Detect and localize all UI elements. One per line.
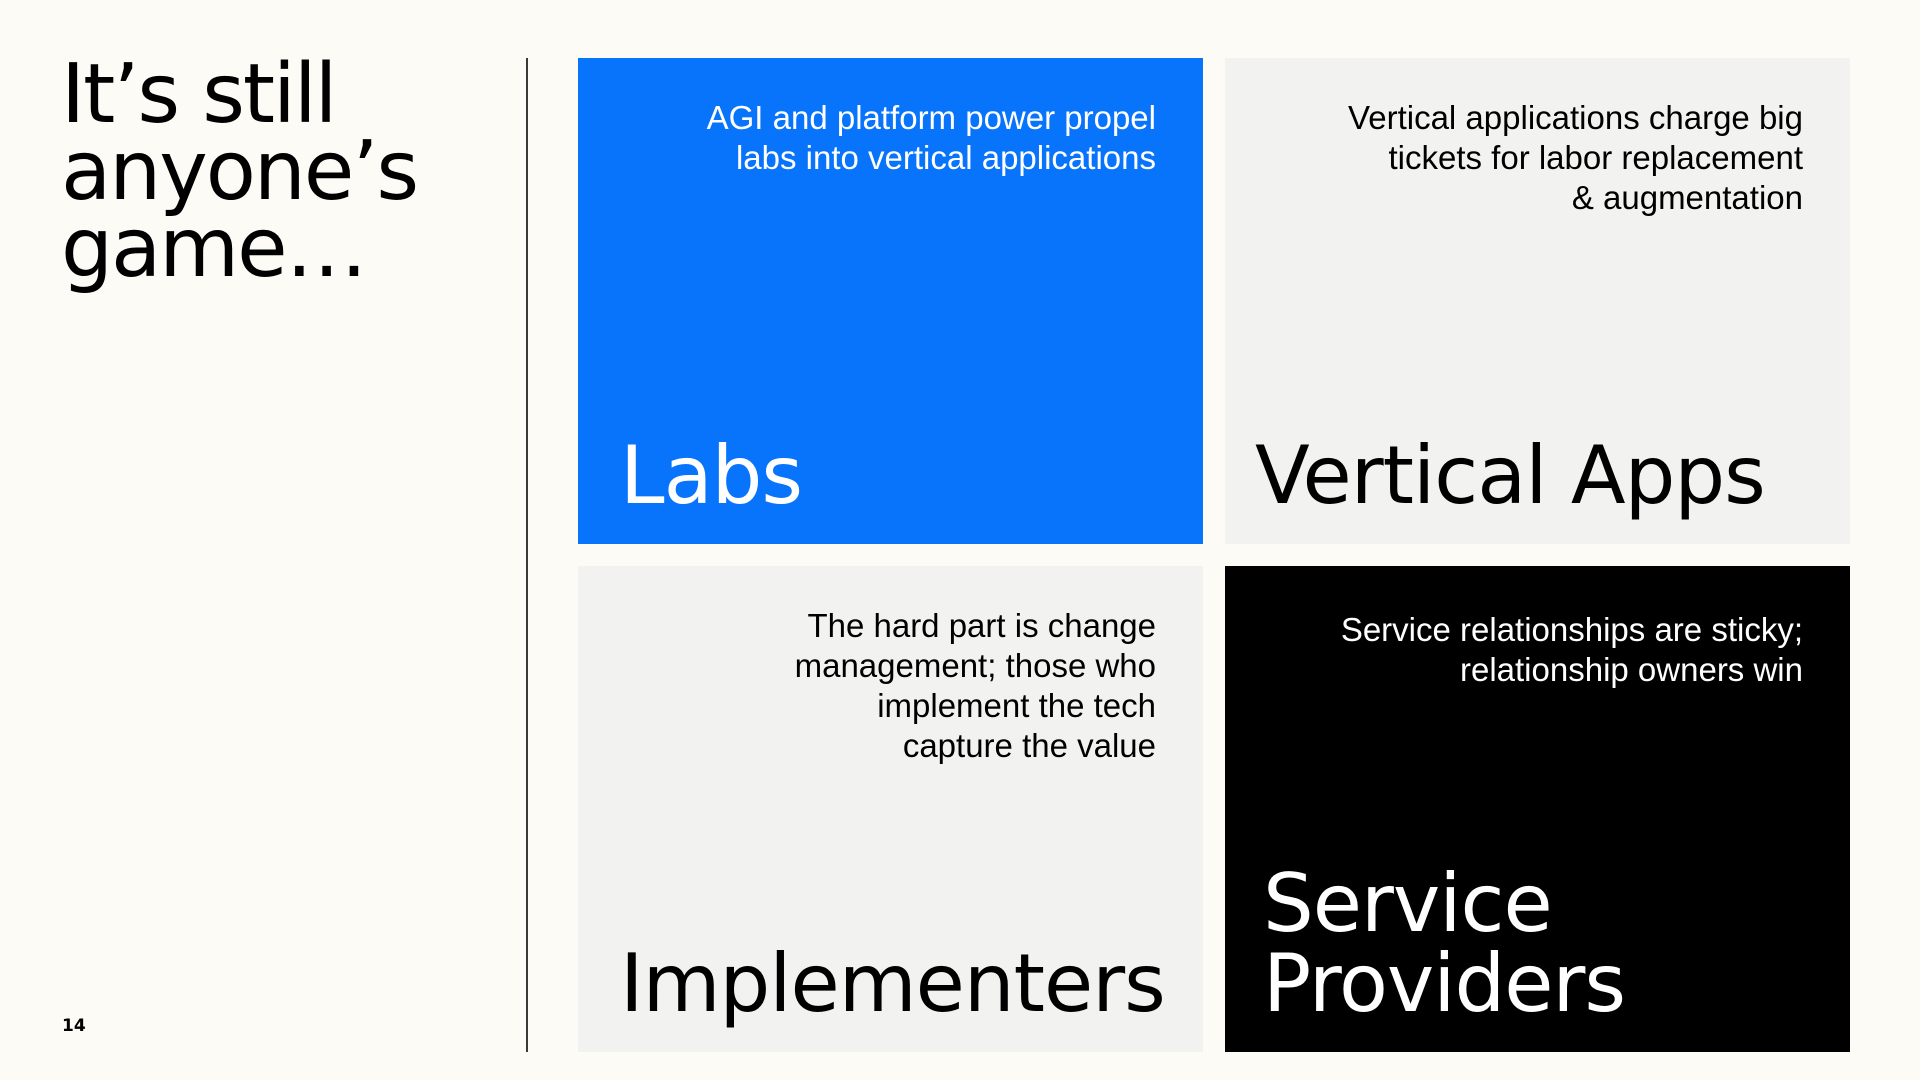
tile-description-line: relationship owners win xyxy=(1459,651,1803,688)
tile-heading: Labs xyxy=(620,429,803,522)
tile-implementers: The hard part is change management; thos… xyxy=(578,566,1203,1052)
tile-service-providers: Service relationships are sticky; relati… xyxy=(1225,566,1850,1052)
tile-description-line: The hard part is change xyxy=(807,607,1156,644)
tile-description-line: management; those who xyxy=(794,647,1156,684)
slide-title: It’s still anyone’s game… xyxy=(61,47,481,296)
tile-description-line: tickets for labor replacement xyxy=(1388,139,1803,176)
tile-description: The hard part is change management; thos… xyxy=(795,606,1156,766)
page-number: 14 xyxy=(62,1016,86,1036)
tile-description: Vertical applications charge big tickets… xyxy=(1348,98,1803,218)
tile-description-line: capture the value xyxy=(902,727,1156,764)
slide-title-line: It’s still xyxy=(61,47,337,142)
tile-heading-line: Implementers xyxy=(620,937,1166,1030)
tile-description-line: AGI and platform power propel xyxy=(706,99,1156,136)
tile-description: Service relationships are sticky; relati… xyxy=(1341,610,1803,690)
tile-heading: Service Providers xyxy=(1263,857,1626,1030)
slide-title-line: game… xyxy=(61,201,368,296)
tile-description-line: implement the tech xyxy=(877,687,1156,724)
tile-description-line: Vertical applications charge big xyxy=(1348,99,1803,136)
tile-description-line: labs into vertical applications xyxy=(735,139,1156,176)
tile-heading: Implementers xyxy=(620,937,1166,1030)
tile-description: AGI and platform power propel labs into … xyxy=(707,98,1156,178)
tile-labs: AGI and platform power propel labs into … xyxy=(578,58,1203,544)
tile-vertical-apps: Vertical applications charge big tickets… xyxy=(1225,58,1850,544)
tile-heading-line: Providers xyxy=(1263,937,1626,1030)
tile-heading-line: Labs xyxy=(620,429,803,522)
tile-description-line: Service relationships are sticky; xyxy=(1340,611,1803,648)
tile-description-line: & augmentation xyxy=(1571,179,1803,216)
slide-title-line: anyone’s xyxy=(61,124,419,219)
tile-heading-line: Service xyxy=(1263,857,1553,950)
tile-heading: Vertical Apps xyxy=(1255,429,1766,522)
tile-heading-line: Vertical Apps xyxy=(1255,429,1766,522)
vertical-divider xyxy=(526,58,528,1052)
